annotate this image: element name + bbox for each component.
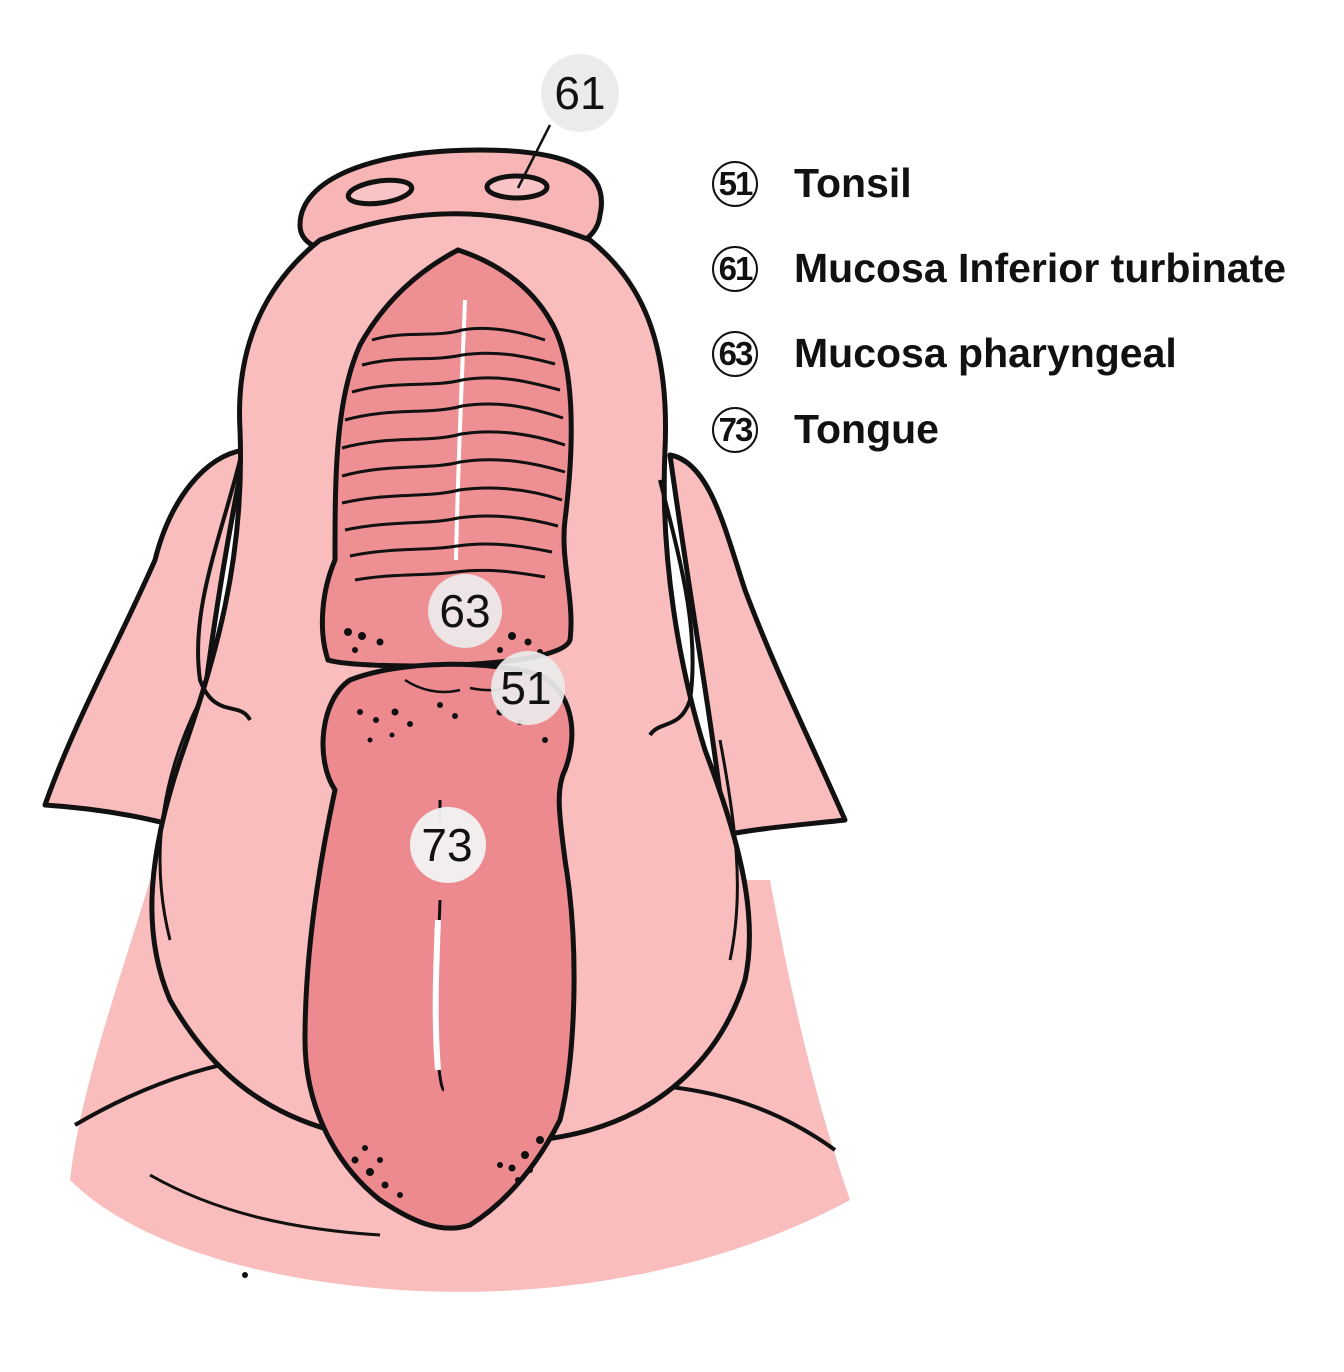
legend-label: Mucosa pharyngeal	[794, 330, 1177, 376]
svg-text:63: 63	[439, 585, 490, 637]
svg-text:61: 61	[554, 67, 605, 119]
tongue-highlight	[432, 919, 441, 1071]
legend-item-pharyngeal: 63 Mucosa pharyngeal	[712, 330, 1177, 377]
cheek-right	[648, 479, 695, 737]
legend-number-badge: 61	[712, 245, 758, 292]
legend-label: Tongue	[794, 406, 939, 452]
callout-61-leader	[516, 124, 552, 189]
legend-number-badge: 73	[712, 406, 758, 453]
legend-label: Mucosa Inferior turbinate	[794, 245, 1287, 291]
svg-text:51: 51	[500, 662, 551, 714]
legend-number-badge: 63	[712, 330, 758, 377]
nostril-left	[345, 177, 415, 207]
callout-51: 51	[491, 651, 565, 725]
callout-73: 73	[410, 807, 486, 883]
legend-item-inferior-turbinate: 61 Mucosa Inferior turbinate	[712, 245, 1286, 292]
neck-fold-lower	[149, 1173, 381, 1237]
jaw-left	[158, 699, 202, 941]
legend-item-tonsil: 51 Tonsil	[712, 160, 912, 207]
callout-61: 61	[541, 54, 619, 132]
callout-63: 63	[428, 574, 502, 648]
pharynx-dots	[344, 628, 543, 655]
jaw-right	[718, 739, 739, 961]
legend-number-badge: 51	[712, 160, 758, 207]
palatal-ridges	[341, 326, 566, 582]
cheek-left	[196, 459, 252, 722]
svg-text:73: 73	[421, 819, 472, 871]
legend-item-tongue: 73 Tongue	[712, 406, 939, 453]
nostril-right	[484, 173, 550, 201]
right-ear	[667, 452, 848, 838]
legend-label: Tonsil	[794, 160, 912, 206]
